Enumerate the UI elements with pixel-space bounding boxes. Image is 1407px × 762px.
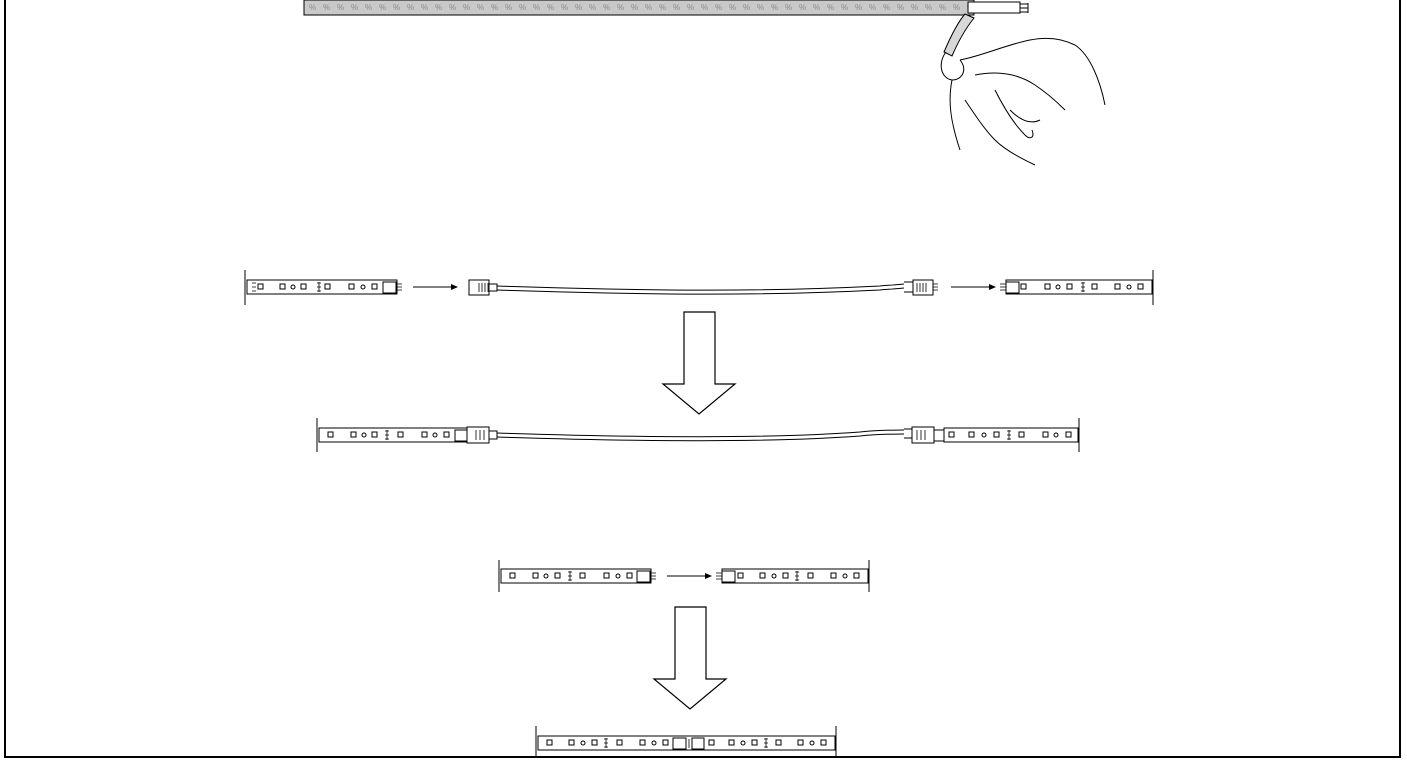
adhesive-tape-strip bbox=[303, 0, 1029, 16]
arrow-right-2 bbox=[951, 284, 996, 290]
diagram-frame bbox=[4, 0, 1401, 758]
strip-right-step3 bbox=[716, 560, 870, 592]
connected-strips-direct bbox=[535, 726, 837, 758]
down-arrow-2 bbox=[652, 606, 728, 710]
down-arrow-1 bbox=[661, 311, 737, 415]
strip-left-step3 bbox=[498, 560, 656, 592]
hand-peeling-tape-icon bbox=[940, 13, 1106, 166]
strip-right-step2 bbox=[1000, 270, 1154, 305]
extension-cable-icon bbox=[468, 279, 938, 296]
strip-left-step2 bbox=[244, 270, 402, 305]
arrow-right-1 bbox=[413, 284, 458, 290]
arrow-right-3 bbox=[667, 573, 712, 579]
connected-strips-with-cable bbox=[316, 418, 1080, 452]
